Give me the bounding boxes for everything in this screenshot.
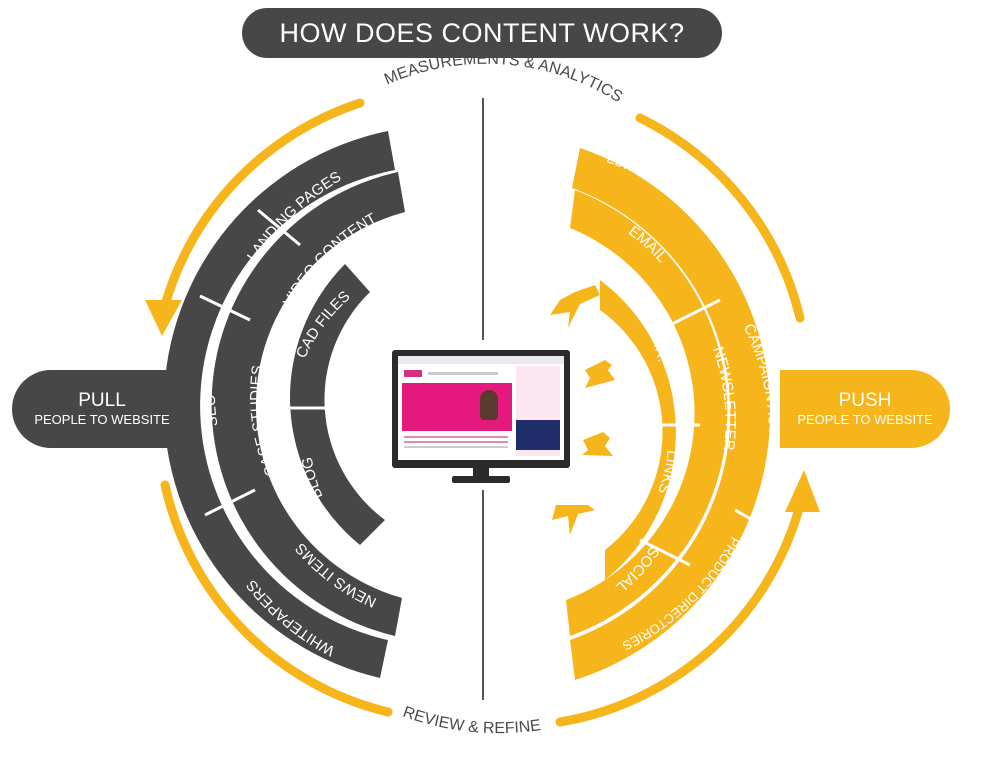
pull-middle-band xyxy=(211,172,405,636)
push-pill: PUSH PEOPLE TO WEBSITE xyxy=(780,370,950,448)
title-banner: HOW DOES CONTENT WORK? xyxy=(242,8,722,58)
review-label: REVIEW & REFINE xyxy=(401,704,542,737)
arrow-head-top-left xyxy=(145,300,182,336)
pull-pill: PULL PEOPLE TO WEBSITE xyxy=(12,370,192,448)
arrow-bottom-right xyxy=(555,500,805,727)
push-title: PUSH xyxy=(838,390,892,411)
arrow-top-right xyxy=(635,113,805,323)
measurements-label: MEASUREMENTS & ANALYTICS xyxy=(382,51,625,106)
arrow-bottom-left xyxy=(160,480,393,717)
push-subtitle: PEOPLE TO WEBSITE xyxy=(797,412,933,427)
push-ring xyxy=(566,148,771,680)
pull-ring xyxy=(163,131,405,678)
pull-outer-band xyxy=(163,131,395,678)
label-seo: SEO xyxy=(202,394,222,427)
page-title: HOW DOES CONTENT WORK? xyxy=(279,17,685,48)
arrow-top-left xyxy=(160,98,365,310)
pull-title: PULL xyxy=(78,390,126,411)
push-outer-band xyxy=(570,148,771,680)
arrow-head-bottom-right xyxy=(785,470,820,512)
monitor-stand xyxy=(473,467,489,477)
push-arrows xyxy=(550,285,615,535)
website-screenshot xyxy=(398,356,564,460)
monitor-base xyxy=(452,476,510,483)
pull-inner-band xyxy=(290,264,385,545)
pull-subtitle: PEOPLE TO WEBSITE xyxy=(34,412,170,427)
push-inner-band xyxy=(600,280,676,580)
push-middle-band xyxy=(566,190,728,636)
website-monitor xyxy=(392,350,570,468)
